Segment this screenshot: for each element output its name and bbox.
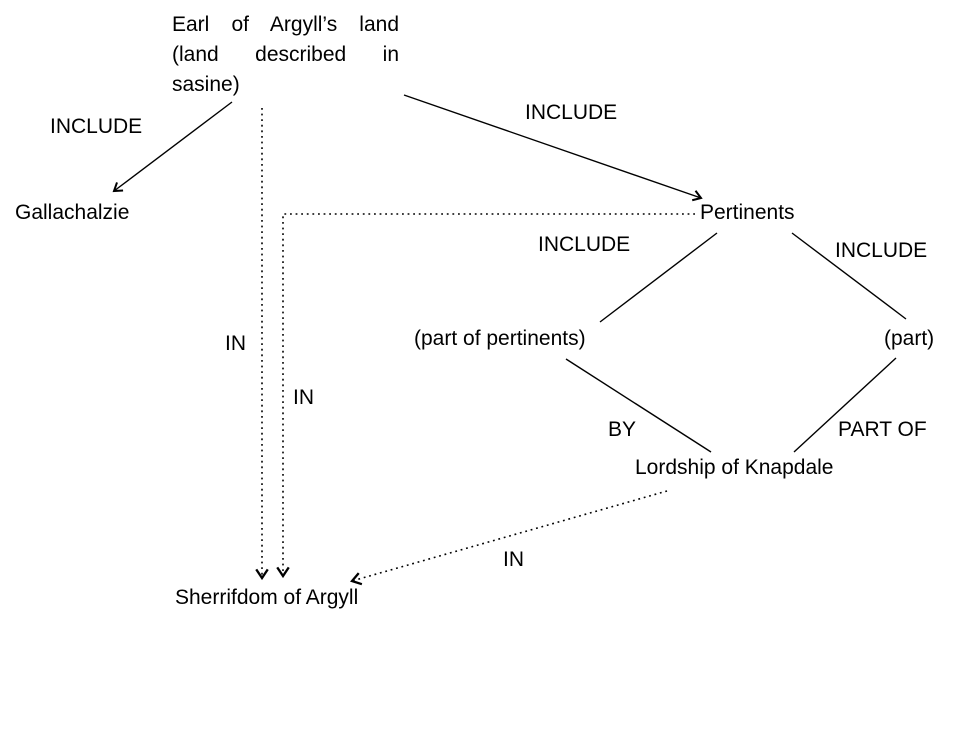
edge-label-include-gallachalzie: INCLUDE xyxy=(50,115,143,138)
edge-label-by: BY xyxy=(608,418,637,441)
edge-label-in-lordship-sherrifdom: IN xyxy=(503,548,524,571)
edge-label-in-pertinents-sherrifdom: IN xyxy=(293,386,314,409)
edge-label-part-of: PART OF xyxy=(838,418,927,441)
node-lordship-of-knapdale: Lordship of Knapdale xyxy=(635,456,834,479)
edge-label-in-earl-sherrifdom: IN xyxy=(225,332,246,355)
node-part-of-pertinents: (part of pertinents) xyxy=(414,327,586,350)
node-gallachalzie: Gallachalzie xyxy=(15,201,130,224)
edge-label-include-pertinents: INCLUDE xyxy=(525,101,618,124)
edge-label-include-part: INCLUDE xyxy=(835,239,928,262)
edge-part-of-pertinents-lordship xyxy=(565,358,712,453)
node-part: (part) xyxy=(884,327,935,350)
node-pertinents: Pertinents xyxy=(700,201,795,224)
edge-pertinents-sherrifdom xyxy=(276,213,695,579)
node-sherrifdom-of-argyll: Sherrifdom of Argyll xyxy=(175,586,359,609)
node-earl-of-argylls-land: Earl of Argyll’s land (land described in… xyxy=(172,13,399,96)
edge-label-include-part-of-pertinents: INCLUDE xyxy=(538,233,631,256)
